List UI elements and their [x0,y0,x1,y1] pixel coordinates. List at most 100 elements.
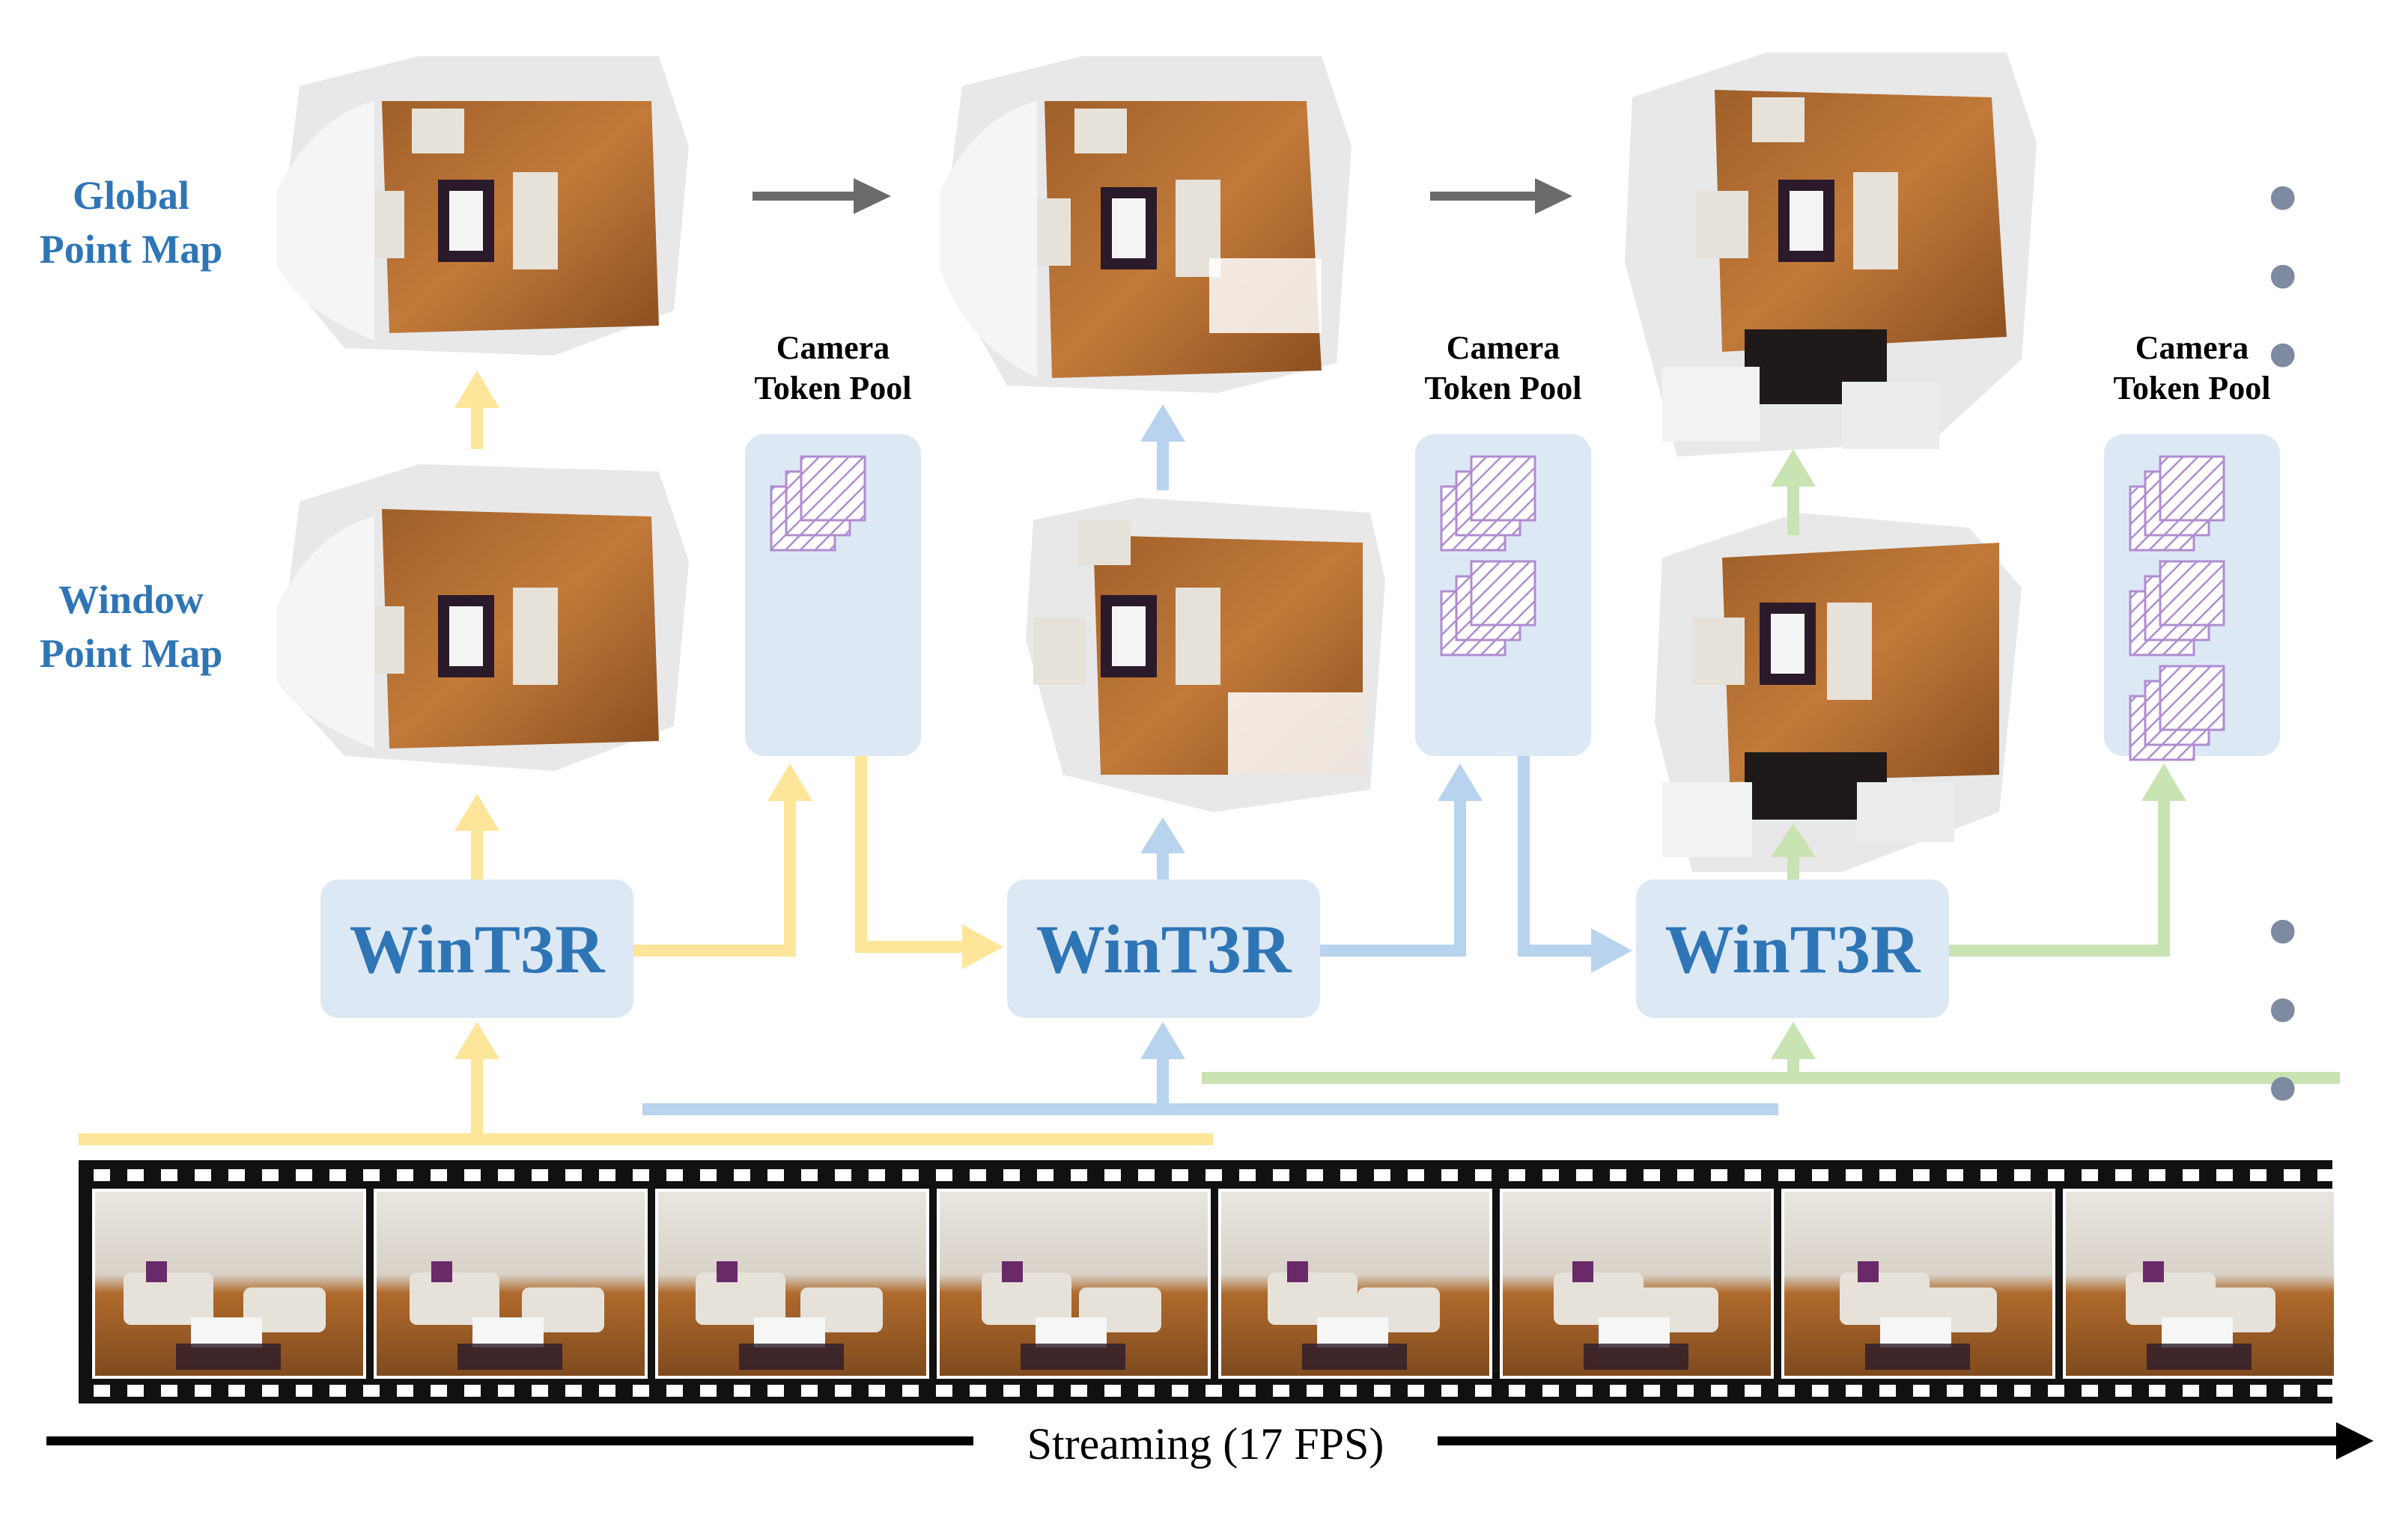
sprocket-hole [2048,1385,2064,1397]
wint3r-label-3: WinT3R [1664,910,1921,987]
sprocket-hole [801,1169,818,1181]
sprocket-hole [1711,1385,1727,1397]
sprocket-hole [734,1169,750,1181]
sprocket-hole [1610,1169,1626,1181]
sprocket-hole [1947,1385,1963,1397]
sprocket-hole [1542,1385,1559,1397]
sprocket-hole [161,1385,177,1397]
sprocket-hole [1003,1385,1020,1397]
sprocket-hole [1037,1169,1054,1181]
sprocket-hole [1273,1385,1289,1397]
sprocket-hole [599,1169,615,1181]
sprocket-hole [1172,1385,1188,1397]
sprocket-hole [2284,1385,2300,1397]
window-label-line2: Point Map [39,631,223,676]
global-arrow-2 [1430,178,1572,214]
global-point-map-2 [940,56,1352,393]
sprocket-hole [869,1169,885,1181]
sprocket-hole [1408,1385,1424,1397]
global-label-line1: Global [72,173,190,218]
sprocket-hole [902,1169,919,1181]
sprocket-hole [94,1169,110,1181]
sprocket-hole [329,1385,346,1397]
window-point-map-3 [1655,513,2022,872]
sprocket-hole [1812,1385,1828,1397]
sprocket-hole [195,1169,211,1181]
sprocket-hole [262,1169,279,1181]
wint3r-label-2: WinT3R [1036,910,1292,987]
sprocket-hole [127,1169,144,1181]
sprocket-hole [2115,1385,2132,1397]
sprocket-hole [363,1385,380,1397]
camera-token-stacks [770,455,2225,761]
yellow-flow [79,400,1213,1145]
sprocket-hole [1374,1169,1390,1181]
sprocket-hole [767,1169,784,1181]
sprocket-hole [2082,1169,2098,1181]
sprocket-hole [1711,1169,1727,1181]
sprocket-hole [1475,1385,1492,1397]
sprocket-hole [1913,1169,1930,1181]
sprocket-hole [734,1385,750,1397]
sprocket-hole [2317,1169,2334,1181]
blue-flow [642,434,1778,1115]
sprocket-hole [94,1385,110,1397]
sprocket-hole [565,1169,582,1181]
sprocket-hole [2149,1385,2165,1397]
token-pool-title-3-line2: Token Pool [2113,370,2271,406]
sprocket-hole [1172,1169,1188,1181]
sprocket-hole [835,1385,851,1397]
token-stack [770,455,866,552]
token-pool-title-1: Camera Token Pool [719,328,947,409]
sprocket-hole [1644,1385,1660,1397]
sprocket-hole [1307,1385,1323,1397]
sprocket-hole [1745,1169,1761,1181]
sprocket-hole [565,1385,582,1397]
sprocket-hole [1138,1385,1155,1397]
sprocket-hole [1003,1169,1020,1181]
sprocket-hole [666,1385,683,1397]
window-point-map-2 [1026,498,1385,812]
yellow-arrowheads [454,371,1003,1059]
sprocket-hole [532,1169,548,1181]
sprocket-hole [2216,1169,2233,1181]
global-point-map-label: Global Point Map [15,168,247,276]
token-stack [2129,560,2225,656]
global-point-map-1 [277,56,689,356]
sprocket-hole [2216,1385,2233,1397]
sprocket-hole [1644,1169,1660,1181]
sprocket-hole [1778,1169,1795,1181]
sprocket-hole [296,1385,312,1397]
sprocket-hole [1879,1169,1896,1181]
video-frame [1781,1189,2055,1379]
sprocket-hole [1846,1169,1862,1181]
sprocket-hole [633,1169,649,1181]
sprocket-hole [2183,1169,2199,1181]
token-stack [1440,455,1536,552]
sprocket-hole [1475,1169,1492,1181]
sprocket-hole [1408,1169,1424,1181]
sprocket-hole [1071,1385,1087,1397]
green-flow [1202,479,2340,1084]
token-pool-title-3: Camera Token Pool [2078,328,2306,409]
sprocket-hole [1239,1385,1256,1397]
sprocket-hole [1205,1169,1222,1181]
sprocket-hole [2014,1385,2031,1397]
sprocket-hole [1509,1385,1525,1397]
sprocket-hole [1441,1169,1458,1181]
sprocket-hole [902,1385,919,1397]
sprocket-hole [1677,1169,1694,1181]
token-pool-title-3-line1: Camera [2135,329,2249,366]
sprocket-hole [1913,1385,1930,1397]
sprocket-hole [296,1169,312,1181]
sprocket-hole [1576,1169,1593,1181]
sprocket-hole [464,1385,481,1397]
video-frame [92,1189,366,1379]
video-frame [655,1189,929,1379]
sprocket-hole [1071,1169,1087,1181]
sprocket-hole [1509,1169,1525,1181]
sprocket-hole [532,1385,548,1397]
sprocket-hole [2115,1169,2132,1181]
sprocket-hole [1812,1169,1828,1181]
